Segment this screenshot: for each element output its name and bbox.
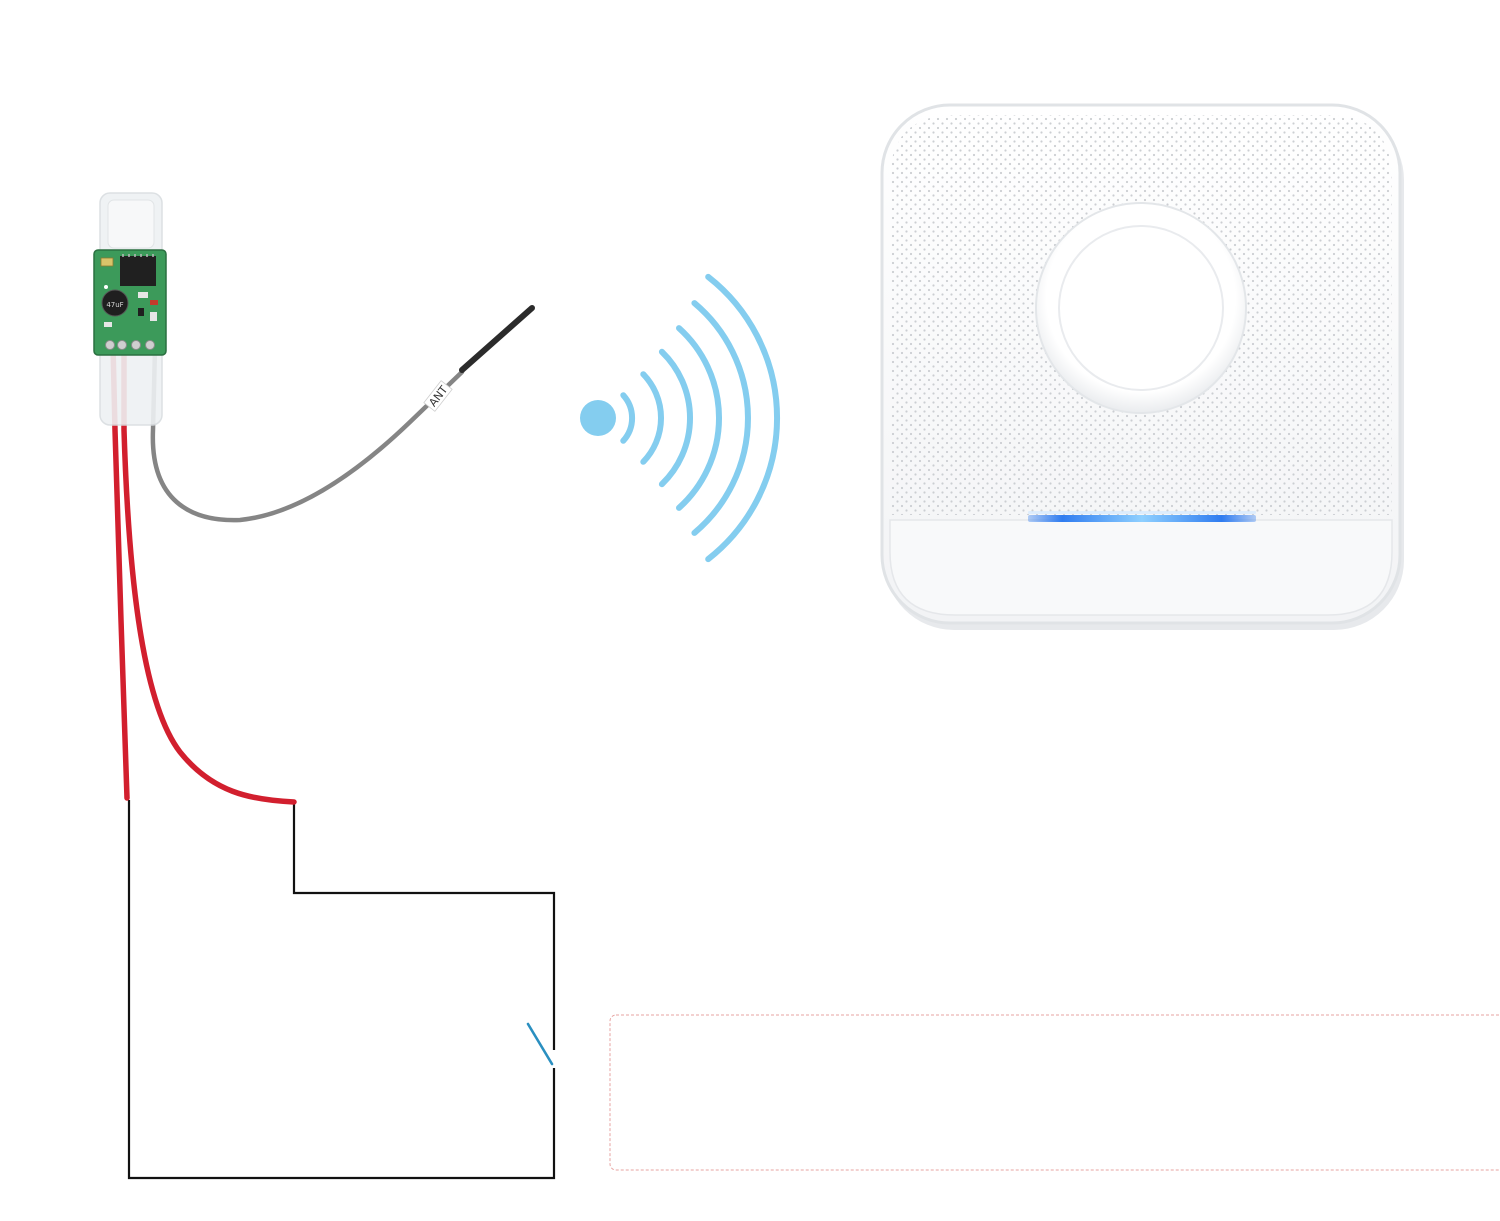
signal-waves [620,273,781,563]
receiver-center-button [1058,225,1224,391]
antenna-wire [150,345,465,523]
signal-wave-4 [676,325,722,511]
circuit-right-wire [292,804,556,1050]
signal-wave-6 [705,273,781,563]
pcb-capacitor [101,289,129,317]
placeholder-box [609,1014,1500,1171]
circuit-wiring [127,800,556,1180]
receiver-led-strip [1028,515,1256,522]
signal-source-dot [580,400,616,436]
signal-wave-5 [691,300,751,536]
signal-wave-1 [620,392,636,444]
switch-symbol [526,1022,554,1066]
doorbell-receiver [880,103,1404,630]
circuit-left-wire [127,800,556,1180]
transmitter-module: 47uF [93,192,167,426]
signal-wave-3 [658,348,693,488]
solder-pads [105,340,155,350]
antenna-tip [459,305,535,373]
capacitor-marking: 47uF [106,301,123,309]
pcb-chip [120,256,156,286]
receiver-bottom-panel [889,519,1393,616]
signal-wave-2 [640,371,664,465]
wireless-signal-icon [580,273,781,563]
red-wire-right [121,342,297,805]
